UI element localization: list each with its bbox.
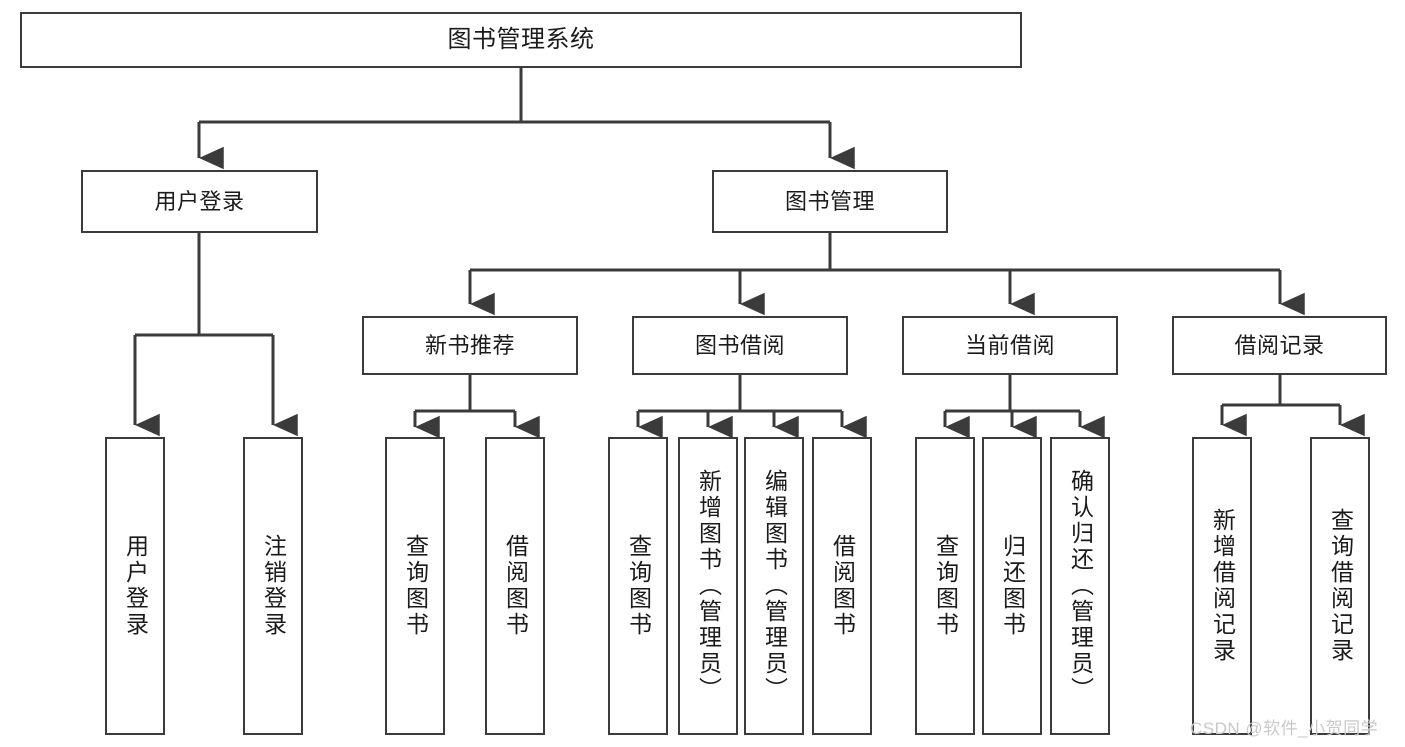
node-new-book-recommend[interactable]: 新书推荐 xyxy=(362,316,578,375)
leaf-query-books-borrow[interactable]: 查询图书 xyxy=(608,437,668,735)
leaf-add-borrow-record-label: 新增借阅记录 xyxy=(1209,508,1236,664)
leaf-logout-label: 注销登录 xyxy=(260,534,287,638)
node-new-book-recommend-label: 新书推荐 xyxy=(424,332,515,358)
leaf-borrow-books-recommend[interactable]: 借阅图书 xyxy=(485,437,545,735)
leaf-query-borrow-record[interactable]: 查询借阅记录 xyxy=(1310,437,1370,735)
node-book-borrow-label: 图书借阅 xyxy=(694,332,785,358)
leaf-query-borrow-record-label: 查询借阅记录 xyxy=(1327,508,1354,664)
leaf-borrow-books-borrow[interactable]: 借阅图书 xyxy=(812,437,872,735)
node-book-management[interactable]: 图书管理 xyxy=(712,170,948,233)
leaf-add-book-admin[interactable]: 新增图书（管理员） xyxy=(678,437,738,735)
leaf-query-books-current-label: 查询图书 xyxy=(932,534,959,638)
leaf-return-book-label: 归还图书 xyxy=(999,534,1026,638)
node-root[interactable]: 图书管理系统 xyxy=(20,12,1022,68)
leaf-confirm-return-admin[interactable]: 确认归还（管理员） xyxy=(1050,437,1110,735)
node-borrow-records[interactable]: 借阅记录 xyxy=(1172,316,1387,375)
leaf-query-books-borrow-label: 查询图书 xyxy=(625,534,652,638)
leaf-query-books-recommend[interactable]: 查询图书 xyxy=(385,437,445,735)
leaf-user-login-label: 用户登录 xyxy=(122,534,149,638)
leaf-user-login[interactable]: 用户登录 xyxy=(105,437,165,735)
leaf-return-book[interactable]: 归还图书 xyxy=(982,437,1042,735)
node-current-borrow[interactable]: 当前借阅 xyxy=(902,316,1118,375)
node-current-borrow-label: 当前借阅 xyxy=(964,332,1055,358)
node-book-management-label: 图书管理 xyxy=(784,188,875,214)
node-book-borrow[interactable]: 图书借阅 xyxy=(632,316,848,375)
leaf-add-borrow-record[interactable]: 新增借阅记录 xyxy=(1192,437,1252,735)
node-user-login-label: 用户登录 xyxy=(154,188,245,214)
leaf-borrow-books-borrow-label: 借阅图书 xyxy=(829,534,856,638)
leaf-confirm-return-admin-label: 确认归还（管理员） xyxy=(1067,469,1094,703)
leaf-edit-book-admin-label: 编辑图书（管理员） xyxy=(761,469,788,703)
node-borrow-records-label: 借阅记录 xyxy=(1234,332,1325,358)
node-user-login[interactable]: 用户登录 xyxy=(81,170,318,233)
leaf-logout[interactable]: 注销登录 xyxy=(243,437,303,735)
leaf-query-books-current[interactable]: 查询图书 xyxy=(915,437,975,735)
leaf-add-book-admin-label: 新增图书（管理员） xyxy=(695,469,722,703)
watermark: CSDN @软件_小贺同学 xyxy=(1190,719,1379,738)
leaf-query-books-recommend-label: 查询图书 xyxy=(402,534,429,638)
leaf-edit-book-admin[interactable]: 编辑图书（管理员） xyxy=(744,437,804,735)
node-root-label: 图书管理系统 xyxy=(447,25,595,53)
leaf-borrow-books-recommend-label: 借阅图书 xyxy=(502,534,529,638)
